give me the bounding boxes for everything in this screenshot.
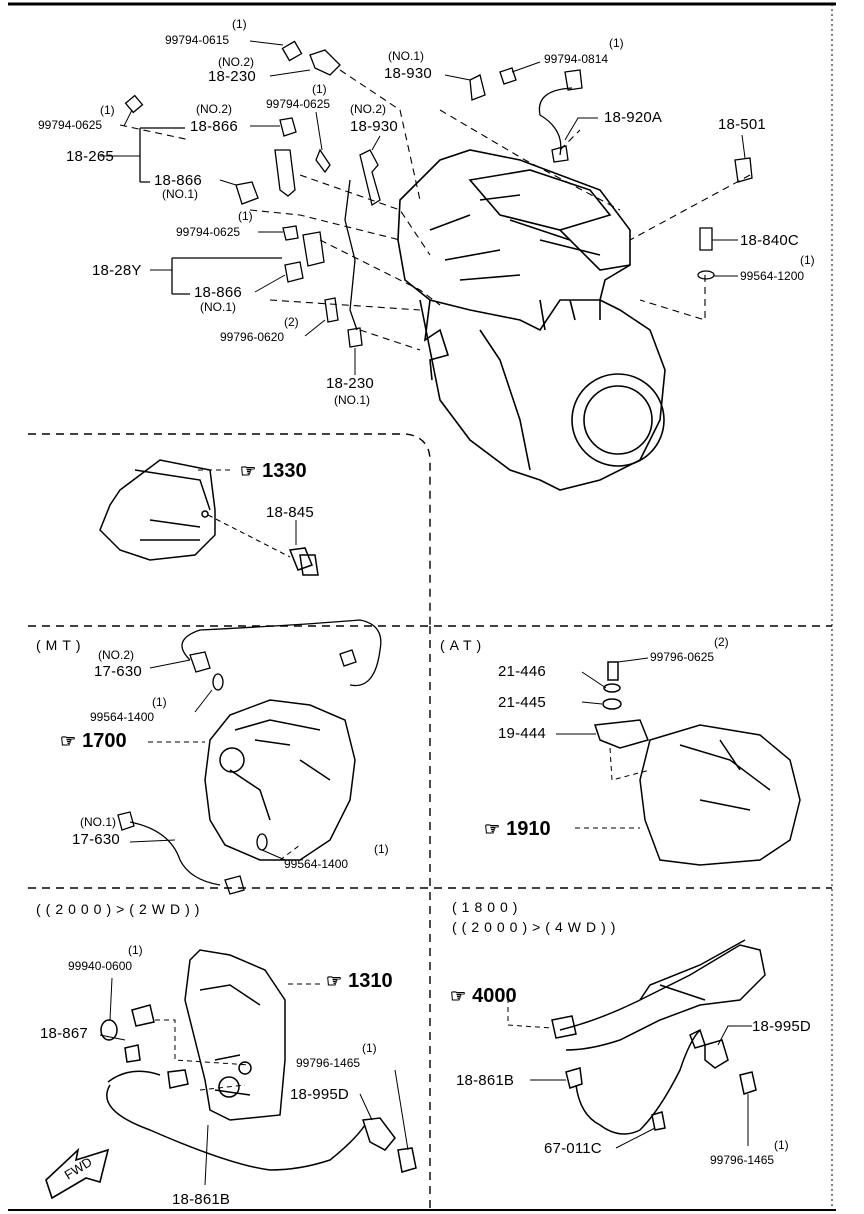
- part-99796-0620: 99796-0620: [220, 330, 285, 344]
- qty-99794-0625-c: (1): [238, 209, 253, 223]
- part-99796-1465-b: 99796-1465: [710, 1153, 775, 1167]
- heading-2wd: ((2000)>(2WD)): [36, 901, 205, 917]
- part-18-230-no2: 18-230: [208, 68, 256, 85]
- part-99564-1200: 99564-1200: [740, 269, 805, 283]
- part-18-995D-a: 18-995D: [290, 1086, 349, 1103]
- pointing-hand-icon: ☞: [60, 731, 77, 751]
- no-18-930-no1: (NO.1): [388, 49, 424, 63]
- part-18-930-no1: 18-930: [384, 65, 432, 82]
- part-99794-0625-a: 99794-0625: [38, 118, 103, 132]
- heading-4wd: ((2000)>(4WD)): [452, 919, 621, 935]
- ref-1330[interactable]: ☞ 1330: [240, 460, 307, 483]
- no-18-930-no2: (NO.2): [350, 102, 386, 116]
- engine-block-drawing: [397, 149, 666, 491]
- qty-99564-1400-b: (1): [374, 842, 389, 856]
- part-99564-1400-a: 99564-1400: [90, 710, 155, 724]
- ref-1330-number: 1330: [262, 460, 307, 482]
- part-99564-1400-b: 99564-1400: [284, 857, 349, 871]
- heading-mt: (MT): [36, 637, 86, 653]
- qty-99564-1200: (1): [800, 253, 815, 267]
- part-99794-0814: 99794-0814: [544, 52, 609, 66]
- part-99794-0615: 99794-0615: [165, 33, 230, 47]
- part-18-866-no1-a: 18-866: [154, 172, 202, 189]
- ref-1310-number: 1310: [348, 970, 393, 992]
- qty-99796-0620: (2): [284, 315, 299, 329]
- qty-99794-0625-a: (1): [100, 103, 115, 117]
- part-18-866-no2: 18-866: [190, 118, 238, 135]
- ref-1700[interactable]: ☞ 1700: [60, 730, 127, 753]
- part-18-28Y: 18-28Y: [92, 262, 142, 279]
- no-17-630-no2: (NO.2): [98, 648, 134, 662]
- part-18-861B-a: 18-861B: [172, 1191, 231, 1208]
- transmission-at-drawing: [593, 661, 801, 866]
- part-18-920A: 18-920A: [604, 109, 663, 126]
- part-99794-0625-c: 99794-0625: [176, 225, 241, 239]
- part-18-861B-b: 18-861B: [456, 1072, 515, 1089]
- qty-99796-1465-b: (1): [774, 1138, 789, 1152]
- no-18-230-no1: (NO.1): [334, 393, 370, 407]
- part-99796-1465-a: 99796-1465: [296, 1056, 361, 1070]
- qty-99796-1465-a: (1): [362, 1041, 377, 1055]
- ref-1310[interactable]: ☞ 1310: [326, 970, 393, 993]
- part-21-446: 21-446: [498, 663, 546, 680]
- pointing-hand-icon: ☞: [484, 819, 501, 839]
- mt-sensors: [117, 619, 382, 895]
- ref-4000[interactable]: ☞ 4000: [450, 985, 517, 1008]
- ref-4000-number: 4000: [472, 985, 517, 1007]
- part-18-867: 18-867: [40, 1025, 88, 1042]
- top-label-leaders: [100, 40, 746, 375]
- part-18-930-no2: 18-930: [350, 118, 398, 135]
- part-18-265: 18-265: [66, 148, 114, 165]
- qty-99940-0600: (1): [128, 943, 143, 957]
- transmission-mt-drawing: [204, 699, 356, 861]
- pointing-hand-icon: ☞: [240, 461, 257, 481]
- part-18-995D-b: 18-995D: [752, 1018, 811, 1035]
- part-67-011C: 67-011C: [544, 1140, 602, 1157]
- part-18-845: 18-845: [266, 504, 314, 521]
- part-99796-0625: 99796-0625: [650, 650, 715, 664]
- part-99940-0600: 99940-0600: [68, 959, 133, 973]
- part-99794-0625-b: 99794-0625: [266, 97, 331, 111]
- no-18-866-no1-a: (NO.1): [162, 187, 198, 201]
- pointing-hand-icon: ☞: [450, 986, 467, 1006]
- divider-1330: [28, 433, 431, 625]
- transmission-2wd-drawing: [100, 949, 417, 1173]
- no-18-866-no2: (NO.2): [196, 102, 232, 116]
- fwd-arrow-icon: [45, 1147, 110, 1200]
- no-18-230-no2: (NO.2): [218, 55, 254, 69]
- qty-99794-0625-b: (1): [312, 82, 327, 96]
- mt-leaders: [129, 659, 301, 861]
- qty-99796-0625: (2): [714, 635, 729, 649]
- cover-1330-drawing: [99, 459, 319, 576]
- ref-1910-number: 1910: [506, 818, 551, 840]
- 2wd-leaders: [99, 977, 409, 1186]
- pointing-hand-icon: ☞: [326, 971, 343, 991]
- qty-99564-1400-a: (1): [152, 695, 167, 709]
- part-19-444: 19-444: [498, 725, 546, 742]
- part-17-630-no2: 17-630: [94, 663, 142, 680]
- heading-1800: (1800): [452, 899, 523, 915]
- no-18-866-no1-b: (NO.1): [200, 300, 236, 314]
- at-leaders: [556, 657, 651, 829]
- exhaust-4wd-drawing: [551, 939, 766, 1135]
- top-leaders: [119, 69, 751, 351]
- heading-at: (AT): [440, 637, 487, 653]
- no-17-630-no1: (NO.1): [80, 815, 116, 829]
- ref-1700-number: 1700: [82, 730, 127, 752]
- 4wd-leaders: [507, 998, 752, 1149]
- part-18-866-no1-b: 18-866: [194, 284, 242, 301]
- ref-1910[interactable]: ☞ 1910: [484, 818, 551, 841]
- part-17-630-no1: 17-630: [72, 831, 120, 848]
- part-18-230-no1: 18-230: [326, 375, 374, 392]
- part-18-501: 18-501: [718, 116, 766, 133]
- top-parts: [124, 40, 753, 348]
- part-18-840C: 18-840C: [740, 232, 799, 249]
- qty-99794-0615: (1): [232, 17, 247, 31]
- part-21-445: 21-445: [498, 694, 546, 711]
- qty-99794-0814: (1): [609, 36, 624, 50]
